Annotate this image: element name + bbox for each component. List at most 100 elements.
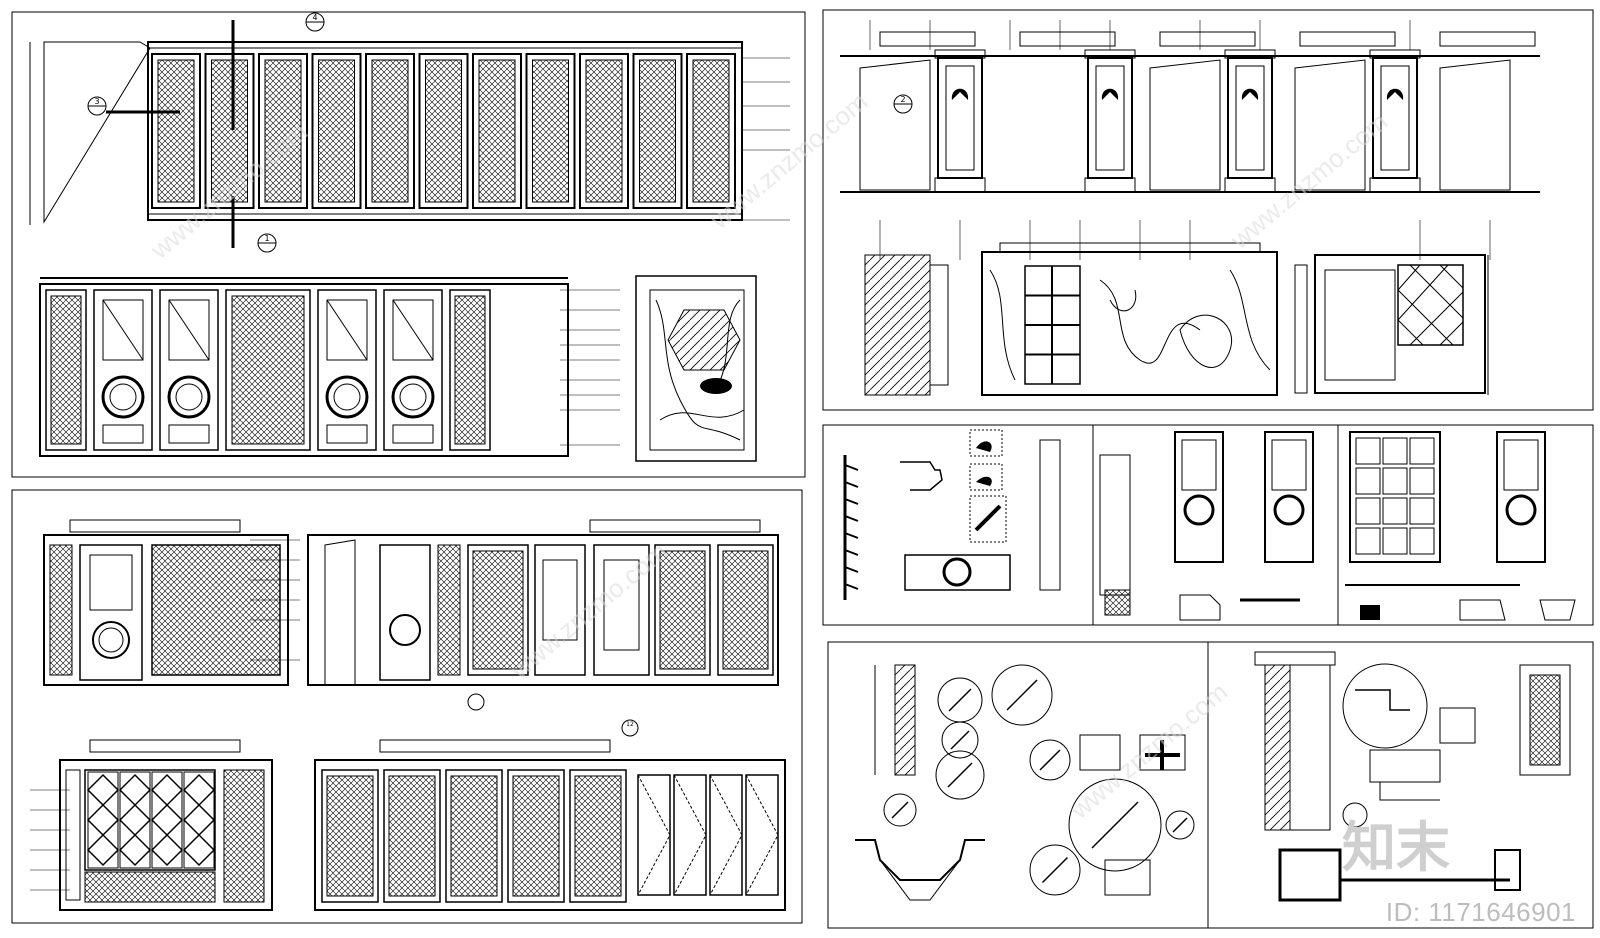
swing-indicator <box>637 774 671 896</box>
lattice-inset <box>264 59 302 203</box>
window-pane <box>1355 467 1381 495</box>
svg-text:2: 2 <box>900 95 905 104</box>
mural-elevation <box>864 242 1489 396</box>
sconce-icon <box>1101 88 1119 100</box>
detail-profile <box>1091 801 1139 849</box>
door-panel <box>365 53 415 209</box>
door-leaf <box>93 289 153 451</box>
door-panel <box>204 53 255 209</box>
wardrobe-elevation-upper <box>29 41 743 225</box>
lattice-pattern <box>182 773 216 867</box>
elevation-panel-top-right: 2 <box>822 9 1594 411</box>
window-pane <box>1409 497 1435 525</box>
pilaster-elevation: 2 <box>840 31 1540 193</box>
swing-indicator <box>709 774 743 896</box>
section-callout-4: 4 <box>231 12 325 130</box>
side-panel <box>45 289 87 451</box>
lattice-inset <box>450 775 498 897</box>
profile-tick <box>844 532 859 539</box>
pilaster-base <box>1084 177 1136 193</box>
door-diagonal <box>392 299 434 361</box>
door-kick-panel <box>326 424 368 444</box>
lattice-inset <box>454 295 486 445</box>
cornice-block <box>1159 31 1256 47</box>
pilaster-shaft <box>937 57 983 179</box>
sconce-icon <box>1386 88 1404 100</box>
detail-callout-circle <box>1029 844 1081 896</box>
swing-indicator <box>745 774 779 896</box>
profile-tick <box>844 515 859 522</box>
profile-tick <box>844 566 859 573</box>
window-pane <box>1355 437 1381 465</box>
elevation-panel-top-left: 4 3 1 <box>11 11 806 478</box>
detail-profile <box>947 762 973 788</box>
cabinet-panel <box>717 544 774 676</box>
lattice-inset <box>659 550 706 670</box>
door-roundel <box>391 375 435 419</box>
glass-inset <box>542 559 578 641</box>
door-panel <box>632 53 683 209</box>
window-pane <box>1355 527 1381 555</box>
lattice-inset <box>425 59 462 203</box>
window-pane <box>1382 467 1408 495</box>
molding-profiles <box>843 429 1061 600</box>
lattice-inset <box>692 59 730 203</box>
cabinet-panel <box>383 769 441 903</box>
door-panel <box>418 53 469 209</box>
door-leaf <box>383 289 443 451</box>
door-panel <box>579 53 629 209</box>
detail-profile <box>1041 856 1069 884</box>
door-roundel <box>101 375 145 419</box>
detail-profile <box>1039 749 1061 771</box>
glass-door <box>673 774 707 896</box>
cornice-block <box>879 31 976 47</box>
door-panel <box>258 53 308 209</box>
profile-tick <box>844 464 859 471</box>
detail-profile <box>948 688 972 712</box>
cabinet-elevation-b <box>307 519 779 711</box>
svg-text:12: 12 <box>626 721 634 728</box>
door-leaf <box>317 289 377 451</box>
detail-callout-circle <box>1165 810 1195 840</box>
door-kick-panel <box>102 424 144 444</box>
lattice-inset <box>211 59 248 203</box>
section-details-right <box>1254 651 1571 902</box>
lattice-pattern <box>150 773 184 867</box>
image-id-label: ID: 1171646901 <box>1385 897 1576 927</box>
cabinet-elevation-c <box>59 739 273 911</box>
lattice-inset <box>512 775 560 897</box>
window-pane <box>1409 527 1435 555</box>
door-diagonal <box>326 299 368 361</box>
pilaster-shaft <box>1087 57 1133 179</box>
detail-callout-circle <box>1068 778 1162 872</box>
detail-callout-circle <box>883 793 917 827</box>
door-panel <box>151 53 201 209</box>
pilaster-base <box>1224 177 1276 193</box>
door-kick-panel <box>168 424 210 444</box>
pilaster-base <box>934 177 986 193</box>
detail-callout-circle <box>991 664 1053 726</box>
pilaster-panel <box>1095 65 1125 171</box>
pilaster-panel <box>945 65 975 171</box>
door-roundel-inner <box>109 383 137 411</box>
lattice-inset <box>639 59 676 203</box>
svg-text:1: 1 <box>264 234 269 243</box>
lattice-inset <box>478 59 516 203</box>
section-callout-1: 1 <box>231 196 277 253</box>
door-panel <box>686 53 736 209</box>
section-callout-3: 3 <box>87 96 180 116</box>
glass-door <box>745 774 779 896</box>
pilaster-panel <box>1380 65 1410 171</box>
door-kick-panel <box>392 424 434 444</box>
lattice-inset <box>371 59 409 203</box>
watermark-text: www.znzmo.com <box>1224 106 1393 255</box>
watermark-logo: 知末 <box>1342 816 1450 879</box>
section-details-left <box>855 664 1195 901</box>
door-diagonal <box>168 299 210 361</box>
profile-tick <box>844 481 859 488</box>
detail-profile <box>1172 817 1188 833</box>
lattice-inset <box>231 295 305 445</box>
window-pane <box>1409 437 1435 465</box>
lattice-inset <box>532 59 569 203</box>
